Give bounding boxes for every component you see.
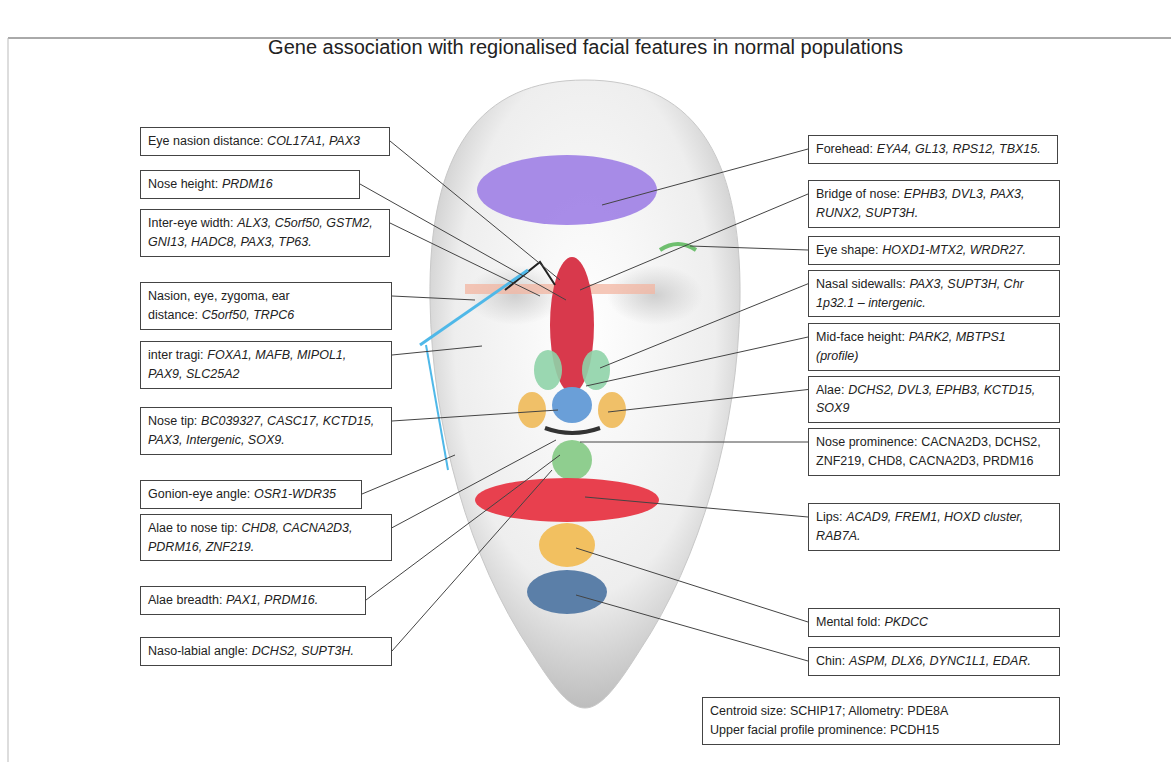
feature-box: Nasion, eye, zygoma, ear distance:C5orf5… [140,282,392,330]
feature-label: Nose height: [148,177,218,191]
feature-label: Eye nasion distance: [148,134,263,148]
feature-label: Naso-labial angle: [148,644,248,658]
feature-label: Centroid size: SCHIP17; Allometry: PDE8A [710,702,1048,721]
feature-label: Lips: [816,510,842,524]
leader-line [586,337,808,386]
feature-box: Mid-face height:PARK2, MBTPS1 (profile) [808,323,1060,371]
gene-list: PKDCC [884,615,928,629]
leader-line [580,442,808,443]
feature-box: Inter-eye width:ALX3, C5orf50, GSTM2, GN… [140,209,390,257]
gene-list: PAX1, PRDM16. [226,593,318,607]
feature-label: Chin: [816,654,845,668]
leader-line [580,194,808,290]
gene-list: ASPM, DLX6, DYNC1L1, EDAR. [849,654,1031,668]
leader-line [390,141,560,280]
feature-label: Inter-eye width: [148,216,233,230]
feature-box: Nose height: PRDM16 [140,170,360,199]
feature-box: Alae:DCHS2, DVL3, EPHB3, KCTD15, SOX9 [808,376,1060,424]
feature-label: Nose prominence: [816,435,917,449]
leader-line [392,410,558,421]
leader-line [392,296,475,300]
gene-list: OSR1-WDR35 [254,487,336,501]
feature-box: Chin: ASPM, DLX6, DYNC1L1, EDAR. [808,647,1060,676]
feature-box: Eye nasion distance: COL17A1, PAX3 [140,127,390,156]
gene-list: HOXD1-MTX2, WRDR27. [882,243,1026,257]
feature-box: Forehead: EYA4, GL13, RPS12, TBX15. [808,135,1058,164]
leader-line [576,548,808,622]
feature-box: inter tragi:FOXA1, MAFB, MIPOL1, PAX9, S… [140,341,392,389]
gene-list: PRDM16 [222,177,273,191]
feature-box: Nose prominence:CACNA2D3, DCHS2, ZNF219,… [808,428,1060,476]
feature-box: Mental fold:PKDCC [808,608,1060,637]
leader-line [585,497,808,517]
leader-line [690,246,808,250]
feature-box: Bridge of nose:EPHB3, DVL3, PAX3, RUNX2,… [808,180,1060,228]
diagram-title: Gene association with regionalised facia… [0,36,1171,59]
feature-label: Nasal sidewalls: [816,277,906,291]
gene-list: Upper facial profile prominence: PCDH15 [710,721,1048,740]
feature-label: Forehead: [816,142,873,156]
feature-box: Nose tip:BC039327, CASC17, KCTD15, PAX3,… [140,407,392,455]
gene-list: ACAD9, FREM1, HOXD cluster, RAB7A. [816,510,1023,543]
feature-box: Nasal sidewalls:PAX3, SUPT3H, Chr 1p32.1… [808,270,1060,318]
feature-box: Alae breadth: PAX1, PRDM16. [140,586,366,615]
leader-line [392,440,556,528]
feature-label: Alae to nose tip: [148,521,238,535]
leader-line [600,284,808,368]
feature-label: Alae: [816,383,845,397]
leader-line [366,455,560,600]
feature-box: Centroid size: SCHIP17; Allometry: PDE8A… [702,697,1060,745]
feature-label: Mid-face height: [816,330,905,344]
leader-line [392,470,552,651]
gene-list: DCHS2, SUPT3H. [252,644,354,658]
feature-label: inter tragi: [148,348,204,362]
leader-line [608,390,808,413]
feature-label: Eye shape: [816,243,879,257]
leader-line [362,455,455,494]
leader-line [576,595,808,661]
feature-box: Gonion-eye angle: OSR1-WDR35 [140,480,362,509]
leader-line [392,346,482,355]
feature-label: Alae breadth: [148,593,222,607]
feature-box: Eye shape:HOXD1-MTX2, WRDR27. [808,236,1060,265]
feature-label: Bridge of nose: [816,187,900,201]
gene-list: COL17A1, PAX3 [267,134,360,148]
leader-line [602,149,808,205]
feature-box: Alae to nose tip:CHD8, CACNA2D3, PDRM16,… [140,514,392,562]
gene-list: C5orf50, TRPC6 [202,308,294,322]
feature-label: Nose tip: [148,414,197,428]
gene-list: EYA4, GL13, RPS12, TBX15. [877,142,1041,156]
gene-list: DCHS2, DVL3, EPHB3, KCTD15, SOX9 [816,383,1035,416]
leader-line [390,223,540,296]
feature-label: Mental fold: [816,615,881,629]
feature-label: Gonion-eye angle: [148,487,250,501]
feature-box: Naso-labial angle: DCHS2, SUPT3H. [140,637,392,666]
feature-box: Lips:ACAD9, FREM1, HOXD cluster, RAB7A. [808,503,1060,551]
